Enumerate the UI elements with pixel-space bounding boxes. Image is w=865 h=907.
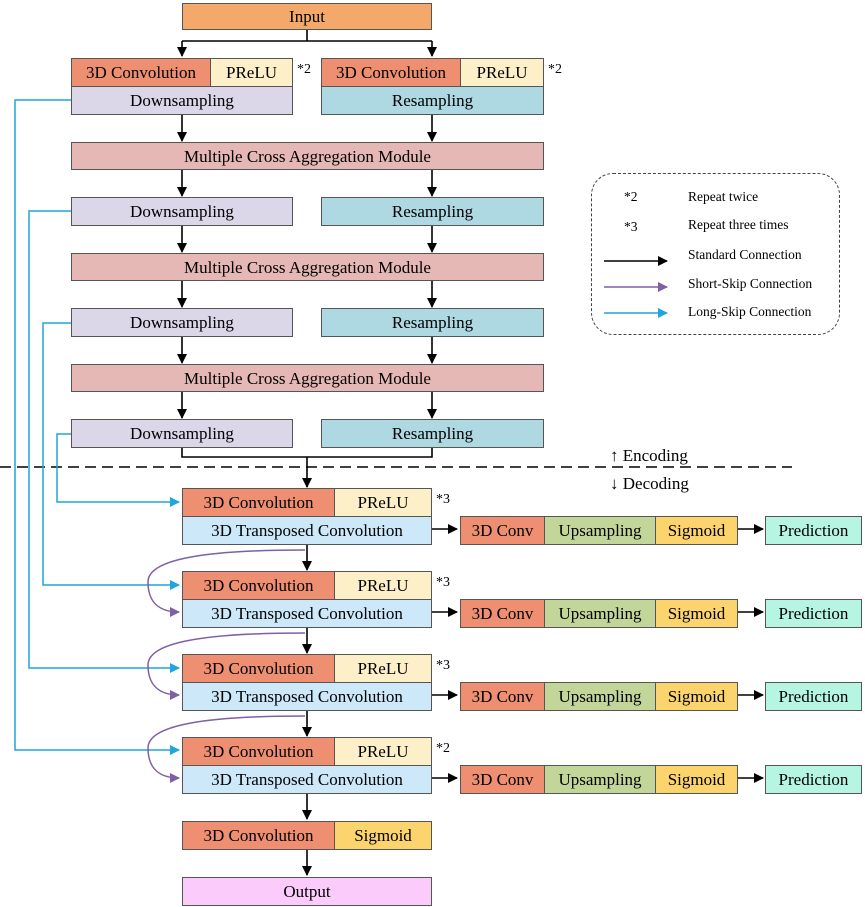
conv-left-1: 3D Convolution (71, 58, 211, 87)
transposed-conv-2: 3D Transposed Convolution (182, 599, 432, 628)
decoding-label: ↓ Decoding (610, 474, 689, 493)
repeat-mark: *3 (436, 658, 450, 673)
repeat-mark: *3 (436, 575, 450, 590)
dec-prelu-2: PReLU (334, 571, 432, 600)
transposed-conv-4: 3D Transposed Convolution (182, 765, 432, 794)
repeat-mark: *3 (436, 492, 450, 507)
head-upsampling-1: Upsampling (544, 516, 656, 545)
head-sigmoid-1: Sigmoid (655, 516, 738, 545)
dec-prelu-3: PReLU (334, 654, 432, 683)
head-upsampling-2: Upsampling (544, 599, 656, 628)
resampling-4: Resampling (321, 419, 544, 448)
encoding-label: ↑ Encoding (610, 446, 688, 465)
transposed-conv-1: 3D Transposed Convolution (182, 516, 432, 545)
downsampling-3: Downsampling (71, 308, 293, 337)
transposed-conv-3: 3D Transposed Convolution (182, 682, 432, 711)
mcam-3: Multiple Cross Aggregation Module (71, 364, 544, 392)
prelu-right-1: PReLU (460, 58, 544, 87)
head-conv-4: 3D Conv (460, 765, 545, 794)
resampling-1: Resampling (321, 86, 544, 115)
final-sigmoid: Sigmoid (334, 821, 432, 850)
dec-conv-1: 3D Convolution (182, 488, 335, 517)
prelu-left-1: PReLU (210, 58, 293, 87)
prediction-3: Prediction (765, 682, 862, 711)
dec-conv-4: 3D Convolution (182, 737, 335, 766)
head-sigmoid-3: Sigmoid (655, 682, 738, 711)
resampling-2: Resampling (321, 197, 544, 226)
downsampling-1: Downsampling (71, 86, 293, 115)
legend-standard-text: Standard Connection (688, 247, 802, 262)
prediction-2: Prediction (765, 599, 862, 628)
legend-long-skip-text: Long-Skip Connection (688, 304, 812, 319)
legend-x2-symbol: *2 (624, 189, 638, 204)
dec-conv-3: 3D Convolution (182, 654, 335, 683)
legend-short-skip-text: Short-Skip Connection (688, 276, 813, 291)
legend-x3-text: Repeat three times (688, 217, 789, 232)
mcam-2: Multiple Cross Aggregation Module (71, 253, 544, 281)
resampling-3: Resampling (321, 308, 544, 337)
repeat-mark: *2 (436, 741, 450, 756)
downsampling-4: Downsampling (71, 419, 293, 448)
conv-right-1: 3D Convolution (321, 58, 461, 87)
final-conv: 3D Convolution (182, 821, 335, 850)
mcam-1: Multiple Cross Aggregation Module (71, 142, 544, 170)
head-conv-2: 3D Conv (460, 599, 545, 628)
output-box: Output (182, 877, 432, 906)
downsampling-2: Downsampling (71, 197, 293, 226)
head-upsampling-3: Upsampling (544, 682, 656, 711)
repeat-mark: *2 (548, 62, 562, 77)
head-conv-3: 3D Conv (460, 682, 545, 711)
prediction-1: Prediction (765, 516, 862, 545)
dec-conv-2: 3D Convolution (182, 571, 335, 600)
input-box: Input (182, 3, 432, 30)
dec-prelu-4: PReLU (334, 737, 432, 766)
prediction-4: Prediction (765, 765, 862, 794)
legend-x2-text: Repeat twice (688, 189, 759, 204)
legend-x3-symbol: *3 (624, 219, 638, 234)
head-upsampling-4: Upsampling (544, 765, 656, 794)
dec-prelu-1: PReLU (334, 488, 432, 517)
head-sigmoid-4: Sigmoid (655, 765, 738, 794)
head-sigmoid-2: Sigmoid (655, 599, 738, 628)
legend (591, 173, 840, 335)
head-conv-1: 3D Conv (460, 516, 545, 545)
repeat-mark: *2 (297, 62, 311, 77)
